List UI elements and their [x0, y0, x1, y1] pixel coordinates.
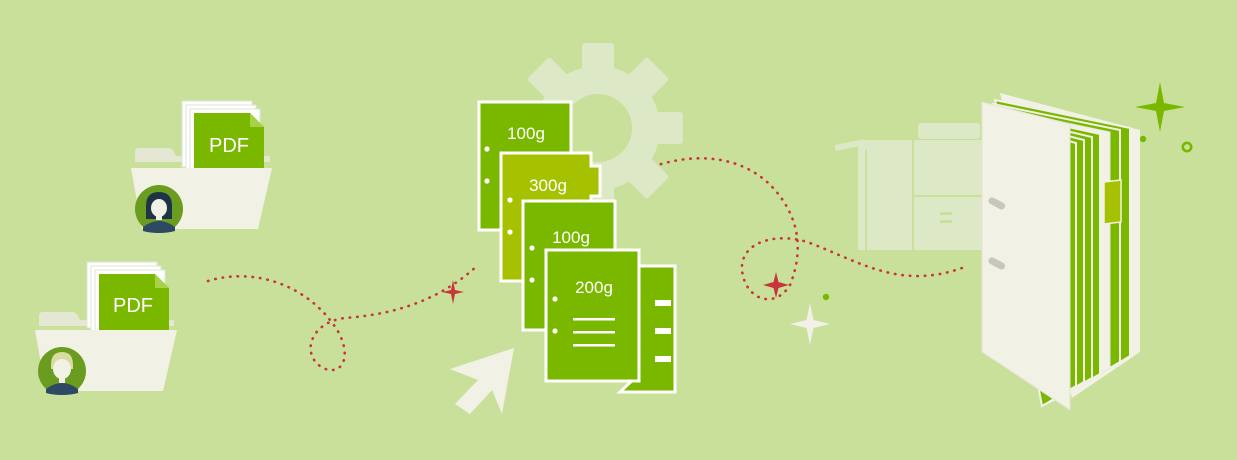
- pdf-label: PDF: [113, 295, 153, 317]
- sheet-weight-label: 200g: [575, 278, 613, 297]
- woman-avatar-icon: [135, 185, 183, 233]
- pdf-document-icon: PDF: [86, 261, 169, 337]
- printer-icon: [834, 123, 988, 250]
- pdf-label: PDF: [209, 135, 249, 157]
- dotted-path-left: [206, 263, 480, 372]
- sheet-weight-label: 100g: [507, 124, 545, 143]
- pdf-folder-1: PDF: [131, 100, 272, 233]
- sparkle-icon: [763, 272, 789, 298]
- ring-decoration: [1181, 141, 1193, 153]
- pdf-document-icon: PDF: [181, 100, 264, 176]
- sparkle-icon: [442, 280, 464, 304]
- cursor-arrow-icon: [450, 348, 514, 414]
- dot-decoration: [822, 293, 830, 301]
- sheet-200g: 200g: [544, 248, 641, 383]
- pdf-folder-2: PDF: [35, 261, 177, 395]
- dot-decoration: [1139, 135, 1147, 143]
- sparkle-icon: [1135, 82, 1185, 132]
- dotted-path-right: [624, 157, 964, 301]
- man-avatar-icon: [38, 347, 86, 395]
- sheet-weight-label: 300g: [529, 176, 567, 195]
- bound-book-icon: [981, 93, 1140, 411]
- sparkle-icon: [790, 303, 830, 345]
- sheet-weight-label: 100g: [552, 228, 590, 247]
- paper-sheets: 100g 300g 100g 200g: [477, 100, 677, 394]
